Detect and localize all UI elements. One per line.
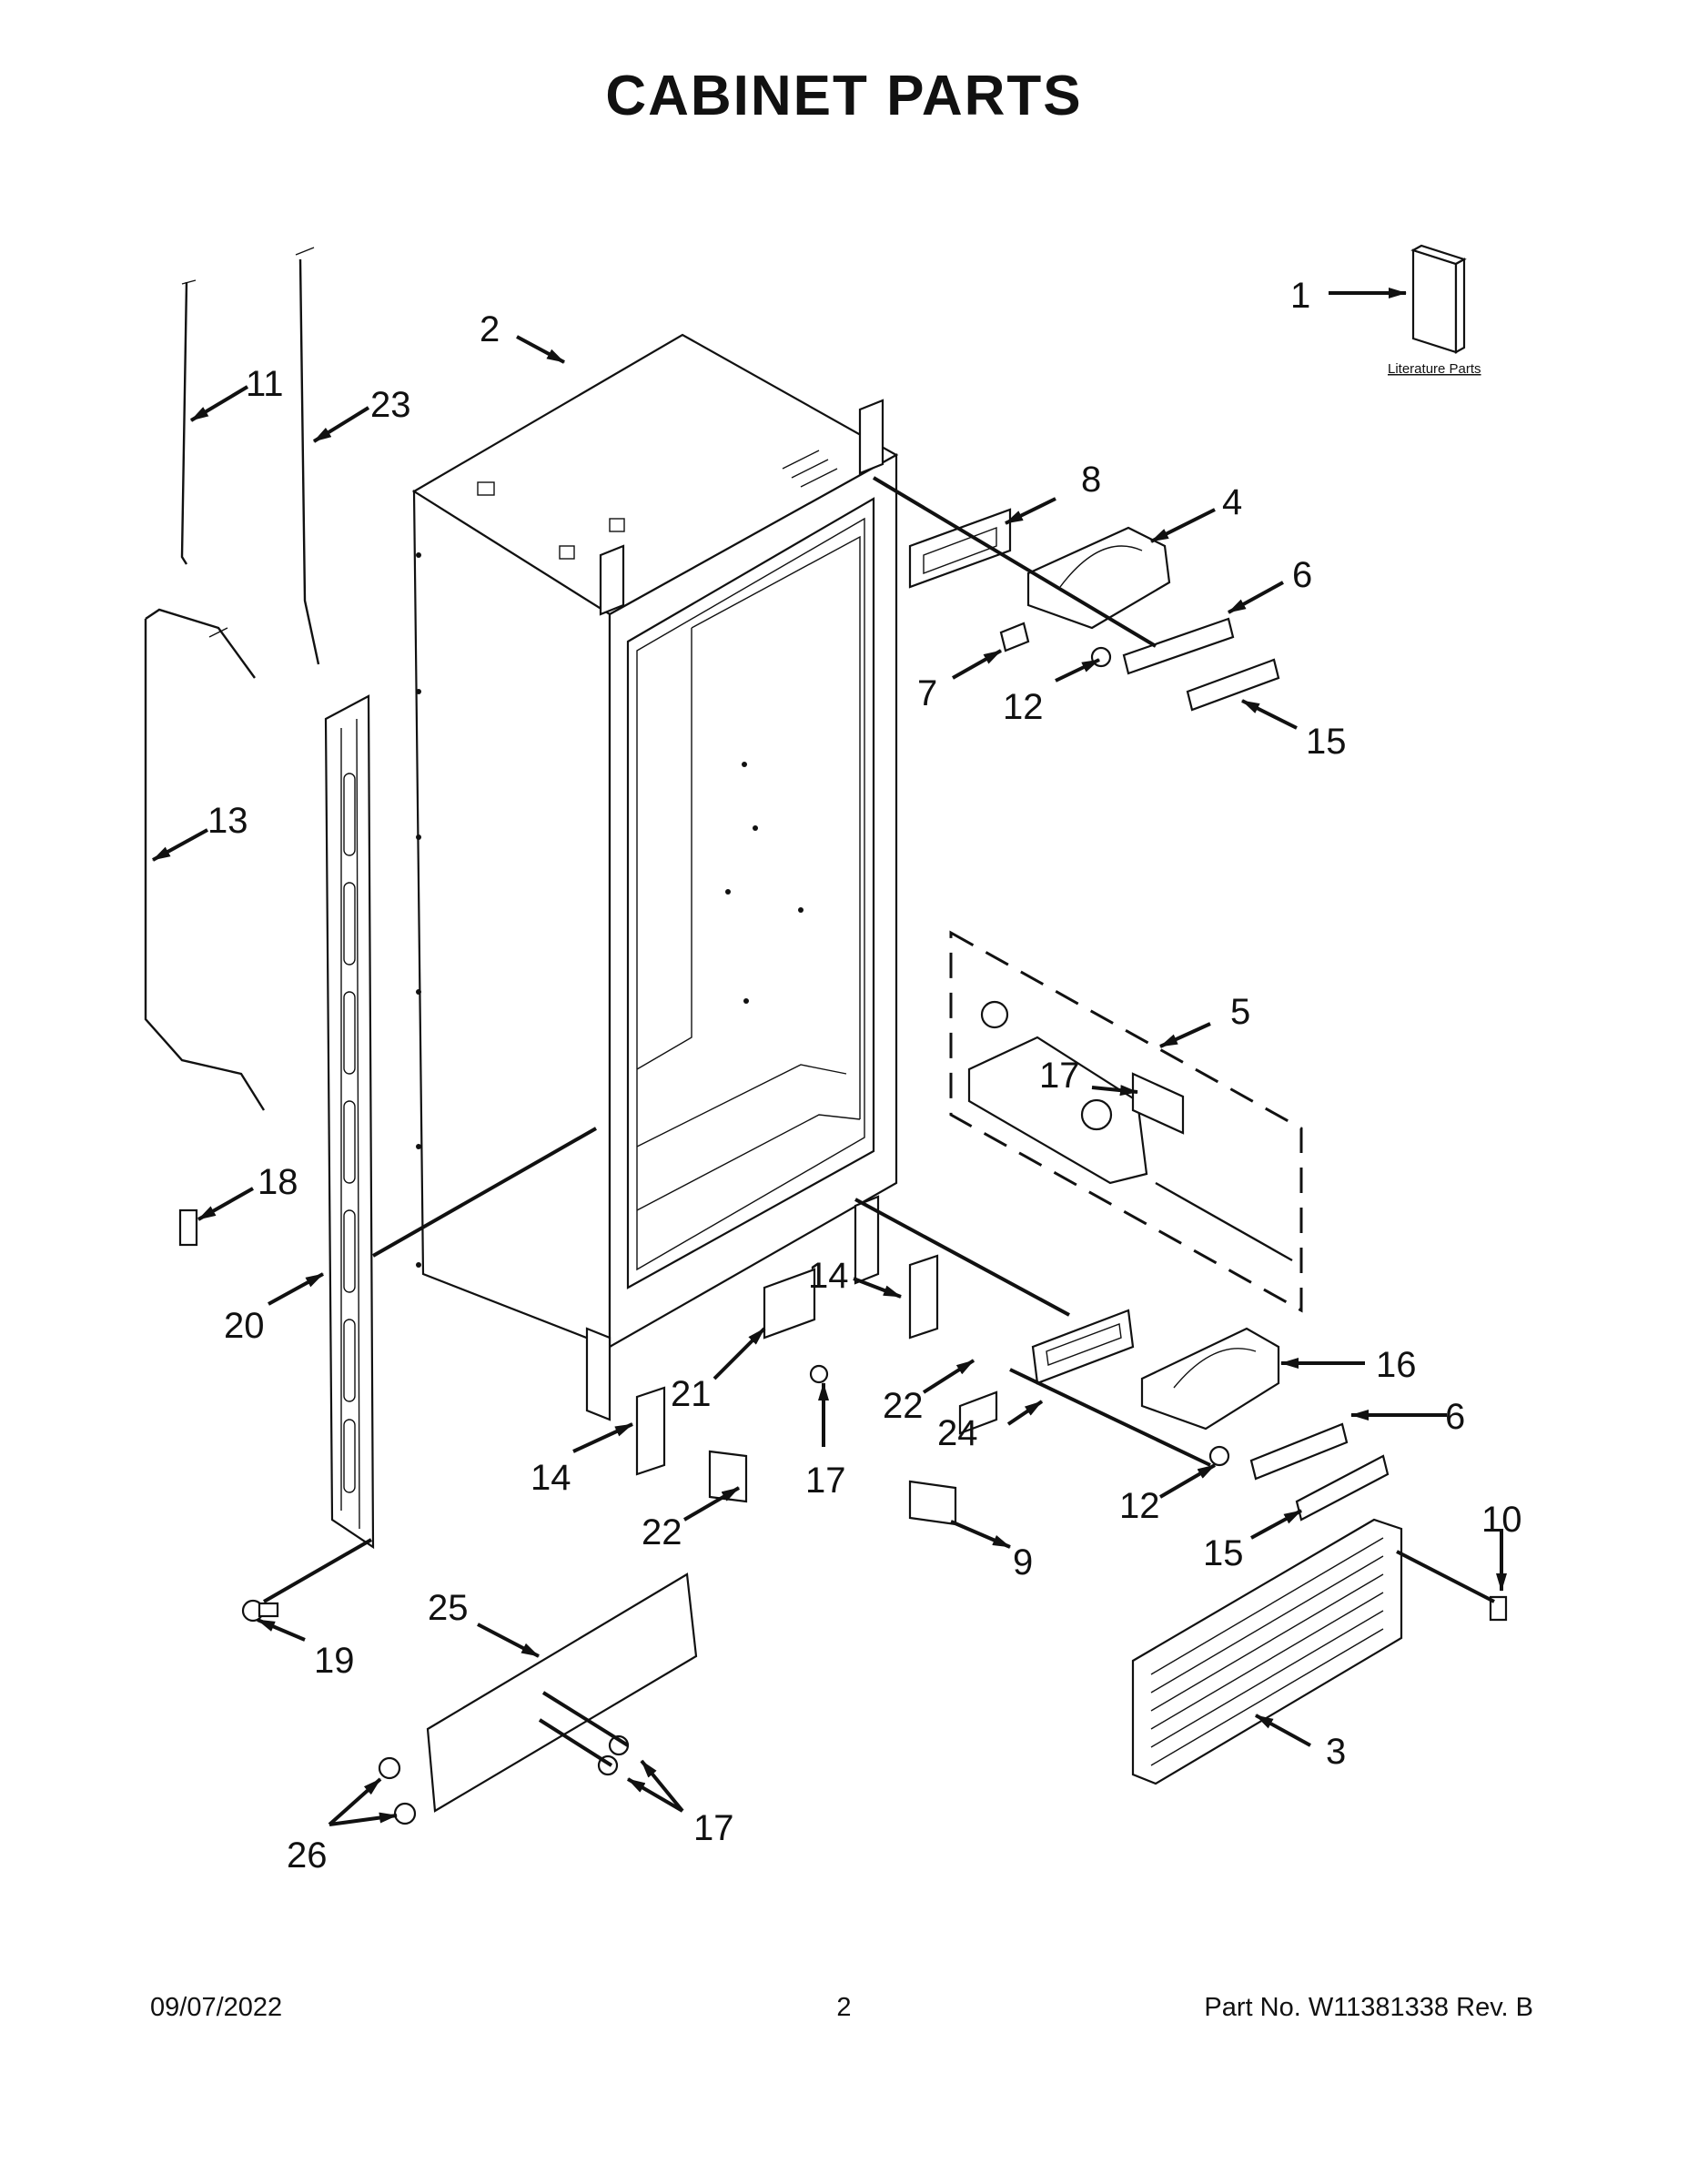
callout-17-kit: 17 bbox=[1039, 1056, 1080, 1096]
callout-24: 24 bbox=[937, 1413, 978, 1453]
callout-12-bottom: 12 bbox=[1119, 1486, 1160, 1526]
callout-17-middle: 17 bbox=[805, 1461, 846, 1501]
callout-10: 10 bbox=[1481, 1500, 1522, 1540]
callout-5: 5 bbox=[1230, 992, 1250, 1032]
hinge-kit-5-illustration bbox=[949, 930, 1303, 1313]
callout-22-right: 22 bbox=[883, 1386, 924, 1426]
literature-parts-label: Literature Parts bbox=[1388, 361, 1481, 377]
footer-page-number: 2 bbox=[836, 1993, 852, 2022]
callout-19: 19 bbox=[314, 1641, 355, 1681]
callout-6-bottom: 6 bbox=[1445, 1397, 1465, 1437]
screw-10-illustration bbox=[1489, 1595, 1508, 1622]
footer-date: 09/07/2022 bbox=[150, 1993, 283, 2022]
grille-3-illustration bbox=[1131, 1518, 1403, 1785]
callout-9: 9 bbox=[1013, 1542, 1033, 1582]
footer-part-number: Part No. W11381338 Rev. B bbox=[1204, 1993, 1533, 2022]
top-hinge-assembly-illustration bbox=[908, 508, 1280, 712]
callout-20: 20 bbox=[224, 1306, 265, 1346]
callout-1: 1 bbox=[1290, 276, 1310, 316]
callout-22-left: 22 bbox=[642, 1512, 682, 1552]
assembly-lines bbox=[263, 476, 1495, 1767]
callout-17-bottom: 17 bbox=[693, 1808, 734, 1848]
callout-25: 25 bbox=[428, 1588, 469, 1628]
callout-8: 8 bbox=[1081, 460, 1101, 500]
literature-parts-illustration bbox=[1410, 244, 1467, 354]
callout-16: 16 bbox=[1376, 1345, 1417, 1385]
wire-harnesses-illustration bbox=[144, 247, 320, 1111]
callout-arrows bbox=[152, 288, 1507, 1826]
toe-kick-25-illustration bbox=[378, 1572, 698, 1825]
callout-18: 18 bbox=[258, 1162, 298, 1202]
callout-15-bottom: 15 bbox=[1203, 1533, 1244, 1573]
page-title: CABINET PARTS bbox=[605, 65, 1083, 127]
callout-26: 26 bbox=[287, 1835, 328, 1876]
callout-15-top: 15 bbox=[1306, 722, 1347, 762]
cabinet-illustration bbox=[411, 333, 899, 1421]
clip-18-illustration bbox=[178, 1208, 198, 1247]
callout-6-top: 6 bbox=[1292, 555, 1312, 595]
side-trim-strip-illustration bbox=[324, 694, 375, 1550]
callout-14-lower: 14 bbox=[531, 1458, 571, 1498]
callout-14-upper: 14 bbox=[808, 1256, 849, 1296]
screw-19-illustration bbox=[241, 1599, 279, 1623]
callout-4: 4 bbox=[1222, 482, 1242, 522]
callout-12-top: 12 bbox=[1003, 687, 1044, 727]
callout-13: 13 bbox=[207, 801, 248, 841]
callout-11: 11 bbox=[246, 364, 284, 404]
callout-3: 3 bbox=[1326, 1732, 1346, 1772]
callout-7: 7 bbox=[917, 673, 937, 713]
callout-21: 21 bbox=[671, 1374, 712, 1414]
lower-brackets-illustration bbox=[635, 1254, 998, 1526]
callout-23: 23 bbox=[370, 385, 411, 425]
bottom-hinge-assembly-illustration bbox=[1031, 1309, 1390, 1522]
callout-2: 2 bbox=[480, 309, 500, 349]
